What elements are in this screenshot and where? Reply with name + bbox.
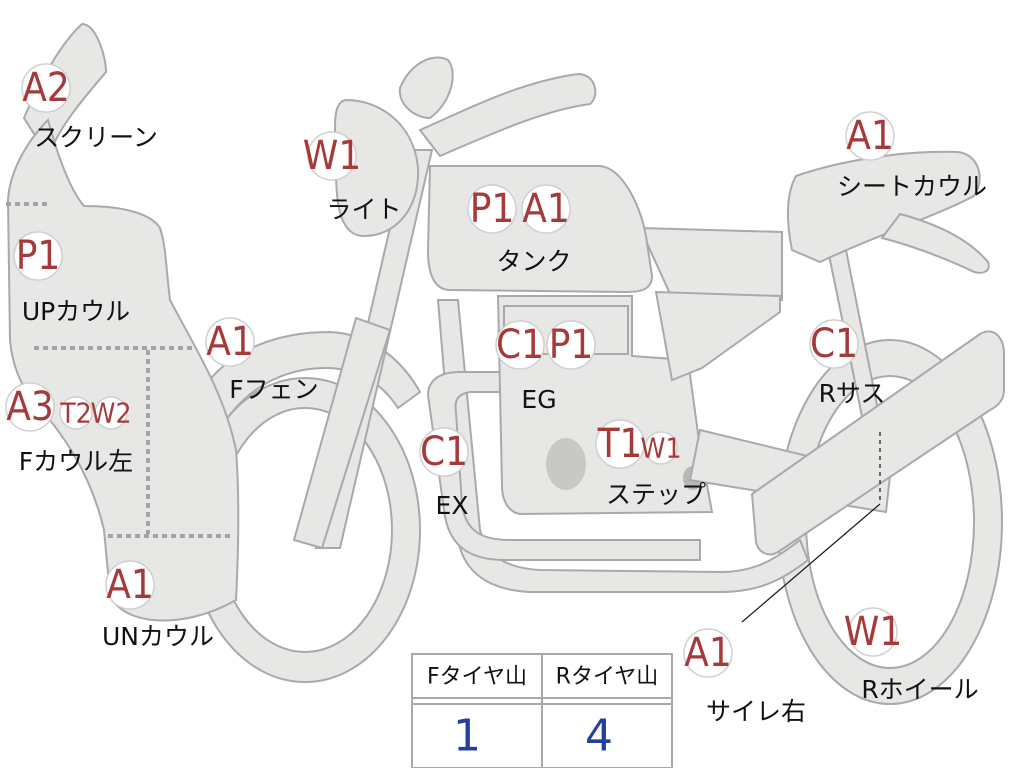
- fork-leg: [292, 316, 392, 550]
- callout-light: W1 ライト: [303, 131, 402, 224]
- code-bubble: [205, 317, 255, 367]
- part-label: Rサス: [819, 379, 886, 408]
- damage-code: T1: [597, 421, 643, 467]
- callout-screen: A2 スクリーン: [21, 63, 158, 152]
- rear-tire-header: Rタイヤ山: [556, 665, 659, 690]
- engine-cover: [546, 438, 586, 490]
- fairing: [6, 118, 240, 622]
- damage-code: W2: [91, 397, 132, 430]
- code-bubble: [595, 419, 645, 469]
- handlebar: [418, 72, 597, 158]
- code-bubble: [683, 628, 733, 678]
- part-label: EG: [521, 385, 556, 414]
- front-tire-value: 1: [453, 711, 481, 762]
- part-label: ステップ: [606, 480, 706, 509]
- code-bubble: [5, 382, 55, 432]
- damage-code: C1: [420, 429, 468, 475]
- damage-code: A1: [206, 319, 254, 365]
- part-label: ライト: [326, 195, 401, 224]
- code-bubble: [59, 396, 93, 430]
- silencer-leader-line: [741, 503, 881, 623]
- damage-code: W1: [844, 609, 902, 655]
- callout-silencer-r: A1 サイレ右: [683, 628, 806, 726]
- silencer: [750, 330, 1005, 556]
- code-bubble: [848, 607, 898, 657]
- code-bubble: [307, 131, 357, 181]
- damage-code: A3: [6, 384, 54, 430]
- frame-rail: [638, 226, 783, 302]
- rear-tire-value: 4: [585, 711, 613, 762]
- front-tire-header: Fタイヤ山: [427, 665, 527, 690]
- damage-code: P1: [16, 233, 61, 279]
- part-label: スクリーン: [34, 123, 158, 152]
- damage-code: P1: [470, 186, 515, 232]
- part-label: タンク: [496, 247, 571, 276]
- part-label: Fフェン: [229, 375, 318, 404]
- code-bubble: [495, 320, 545, 370]
- rear-wheel: [777, 338, 1003, 706]
- code-bubble: [21, 63, 71, 113]
- damage-code: P1: [549, 322, 594, 368]
- code-bubble: [13, 231, 63, 281]
- callout-seat-cowl: A1 シートカウル: [837, 111, 987, 201]
- damage-code: A2: [22, 65, 70, 111]
- damage-code: A1: [106, 562, 154, 608]
- part-label: EX: [436, 491, 469, 520]
- code-bubble: [845, 111, 895, 161]
- code-bubble: [644, 431, 678, 465]
- part-label: サイレ右: [706, 697, 806, 726]
- code-bubble: [546, 320, 596, 370]
- code-bubble: [105, 560, 155, 610]
- damage-code: A1: [846, 113, 894, 159]
- lower-frame: [436, 299, 810, 593]
- damage-code: C1: [496, 322, 544, 368]
- side-cover: [654, 290, 781, 382]
- part-label: UNカウル: [102, 622, 214, 651]
- code-bubble: [419, 427, 469, 477]
- code-bubble: [521, 184, 571, 234]
- part-label: Rホイール: [861, 675, 978, 704]
- code-bubble: [467, 184, 517, 234]
- damage-code: A1: [522, 186, 570, 232]
- damage-code: C1: [810, 321, 858, 367]
- damage-code: W1: [303, 133, 361, 179]
- tire-table: Fタイヤ山 Rタイヤ山 1 4: [411, 653, 673, 768]
- tail-fin: [880, 212, 990, 274]
- exhaust-pipe: [426, 371, 701, 561]
- damage-code: W1: [641, 432, 682, 465]
- part-label: UPカウル: [22, 297, 130, 326]
- seat-cowl-shape: [786, 150, 981, 264]
- mirror: [398, 56, 454, 120]
- code-bubble: [94, 396, 128, 430]
- damage-code: A1: [684, 630, 732, 676]
- code-bubble: [809, 319, 859, 369]
- damage-code: T2: [59, 397, 91, 430]
- part-label: シートカウル: [837, 172, 987, 201]
- part-label: Fカウル左: [19, 447, 133, 476]
